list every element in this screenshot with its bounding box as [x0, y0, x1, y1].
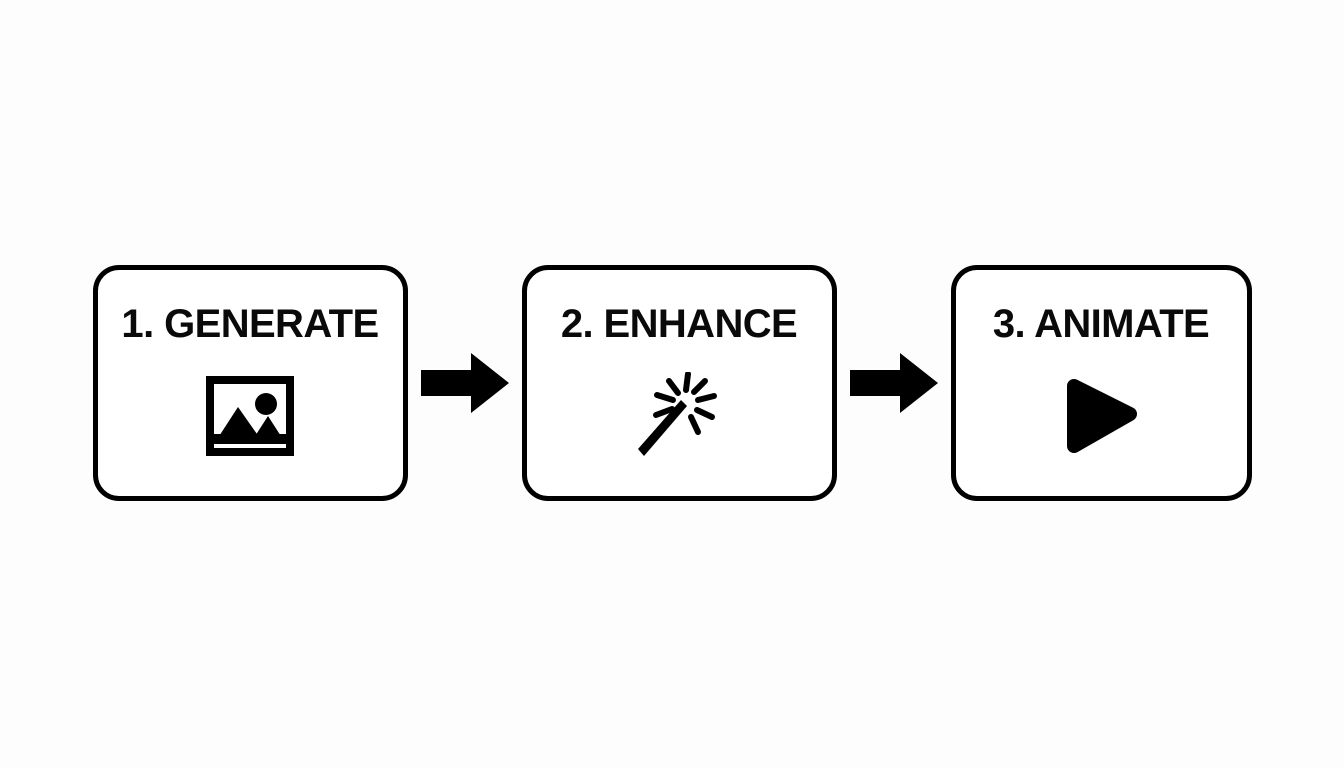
connector-enhance-to-animate [837, 265, 951, 501]
arrow-right-icon [420, 351, 509, 415]
arrow-right-icon [849, 351, 938, 415]
connector-generate-to-enhance [408, 265, 522, 501]
step-label-animate: 3. ANIMATE [992, 302, 1210, 346]
step-card-enhance[interactable]: 2. ENHANCE [521, 265, 837, 501]
step-card-generate[interactable]: 1. GENERATE [92, 265, 408, 501]
step-card-animate[interactable]: 3. ANIMATE [950, 265, 1252, 501]
magic-wand-icon [631, 370, 727, 462]
image-icon [202, 370, 298, 462]
step-label-enhance: 2. ENHANCE [560, 302, 798, 346]
play-icon [1053, 370, 1149, 462]
step-label-generate: 1. GENERATE [121, 302, 379, 346]
flow-strip: 1. GENERATE [0, 265, 1344, 501]
